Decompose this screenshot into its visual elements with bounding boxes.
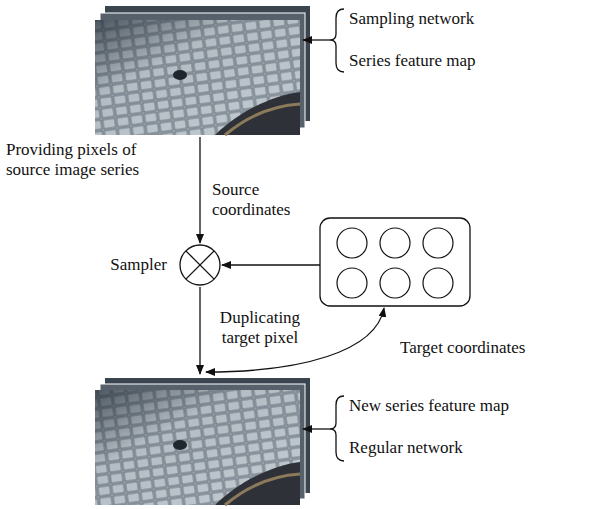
feature-map-stack — [95, 378, 310, 505]
coordinate-grid — [320, 218, 470, 306]
pointer-arrow — [303, 39, 330, 40]
pointer-arrow — [303, 428, 330, 429]
flow-label: Target coordinates — [400, 338, 580, 358]
flow-arrow — [199, 137, 200, 243]
flow-label: Duplicating target pixel — [210, 308, 310, 348]
curly-bracket — [330, 396, 344, 461]
node-label: Sampler — [110, 255, 167, 275]
network-label: Sampling network — [349, 9, 549, 29]
map-label: Series feature map — [349, 51, 549, 71]
flow-label: Source coordinates — [212, 180, 312, 220]
flow-arrow — [199, 287, 200, 374]
map-label: New series feature map — [349, 396, 579, 416]
flow-arrow — [222, 264, 320, 265]
curved-arrow — [206, 308, 384, 372]
flow-label: Providing pixels of source image series — [6, 140, 178, 180]
feature-map-stack — [95, 6, 310, 135]
sampler-symbol — [179, 244, 221, 286]
sampler-node: Sampler — [110, 244, 221, 286]
curly-bracket — [330, 9, 344, 72]
network-label: Regular network — [349, 438, 549, 458]
